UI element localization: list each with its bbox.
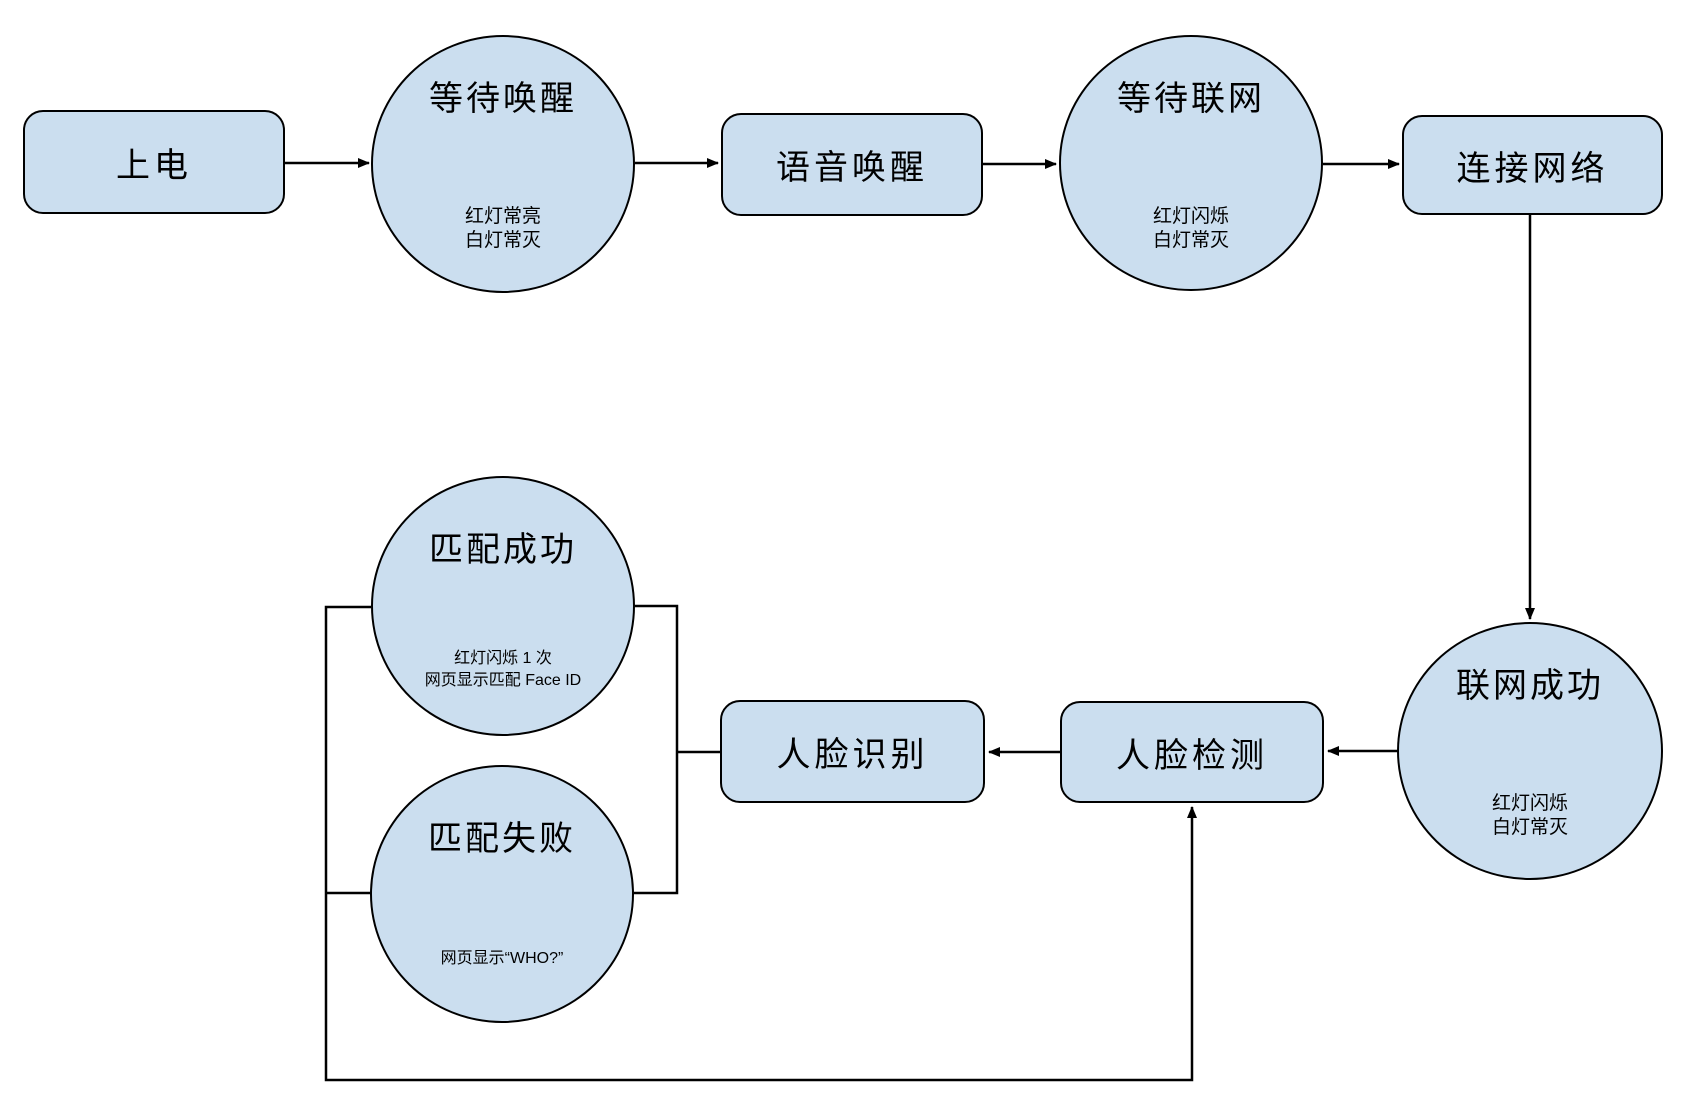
edge-loop-back-to-facedetect bbox=[324, 605, 1197, 1082]
node-network-success-title: 联网成功 bbox=[1456, 667, 1604, 705]
led-status-line: 白灯常灭 bbox=[464, 230, 541, 251]
node-face-recognition-label: 人脸识别 bbox=[776, 736, 929, 774]
node-wait-network-title: 等待联网 bbox=[1117, 80, 1265, 118]
node-power-on: 上电 bbox=[23, 110, 285, 214]
led-status-line: 红灯闪烁 1 次 bbox=[454, 650, 552, 667]
led-status-line: 红灯常亮 bbox=[464, 206, 541, 227]
node-network-success-notes: 红灯闪烁 白灯常灭 bbox=[1399, 792, 1661, 840]
edge-bracket-outcomes bbox=[634, 604, 679, 895]
node-wait-wake-notes: 红灯常亮 白灯常灭 bbox=[373, 205, 633, 253]
node-power-on-label: 上电 bbox=[116, 146, 192, 185]
node-voice-wake-label: 语音唤醒 bbox=[776, 149, 928, 187]
node-connect-network: 连接网络 bbox=[1402, 115, 1663, 215]
node-match-fail-notes: 网页显示“WHO?” bbox=[372, 948, 632, 970]
node-match-fail-title: 匹配失败 bbox=[428, 820, 576, 858]
led-status-line: 白灯常灭 bbox=[1491, 817, 1568, 838]
node-network-success: 联网成功 红灯闪烁 白灯常灭 bbox=[1397, 622, 1663, 880]
node-face-detection-label: 人脸检测 bbox=[1116, 736, 1268, 775]
node-match-fail: 匹配失败 网页显示“WHO?” bbox=[370, 765, 634, 1023]
node-match-success: 匹配成功 红灯闪烁 1 次 网页显示匹配 Face ID bbox=[371, 476, 635, 736]
web-display-line: 网页显示匹配 Face ID bbox=[424, 672, 582, 689]
node-match-success-notes: 红灯闪烁 1 次 网页显示匹配 Face ID bbox=[373, 648, 633, 692]
led-status-line: 红灯闪烁 bbox=[1491, 793, 1568, 814]
node-match-success-title: 匹配成功 bbox=[429, 531, 577, 569]
led-status-line: 红灯闪烁 bbox=[1152, 206, 1229, 227]
node-connect-network-label: 连接网络 bbox=[1456, 149, 1609, 188]
node-wait-network: 等待联网 红灯闪烁 白灯常灭 bbox=[1059, 35, 1323, 291]
web-display-line: 网页显示“WHO?” bbox=[440, 950, 564, 967]
node-wait-wake-title: 等待唤醒 bbox=[429, 80, 577, 118]
led-status-line: 白灯常灭 bbox=[1152, 230, 1229, 251]
node-face-recognition: 人脸识别 bbox=[720, 700, 985, 803]
node-wait-network-notes: 红灯闪烁 白灯常灭 bbox=[1061, 205, 1321, 253]
node-voice-wake: 语音唤醒 bbox=[721, 113, 983, 216]
node-wait-wake: 等待唤醒 红灯常亮 白灯常灭 bbox=[371, 35, 635, 293]
node-face-detection: 人脸检测 bbox=[1060, 701, 1324, 803]
